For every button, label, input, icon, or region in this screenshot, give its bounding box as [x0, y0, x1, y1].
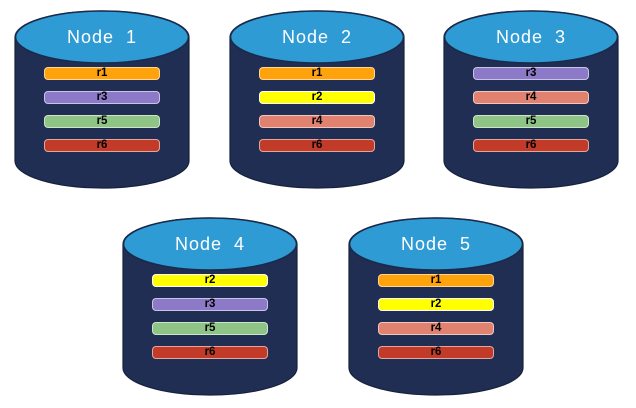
- cylinder-top: [14, 10, 190, 64]
- replica-bar-r6: r6: [259, 139, 375, 152]
- replica-bar-r4: r4: [259, 115, 375, 128]
- replica-bar-label: r4: [525, 90, 537, 103]
- replica-bar-label: r3: [525, 66, 537, 79]
- replica-bar-r6: r6: [44, 139, 160, 152]
- replica-bar-label: r6: [204, 345, 216, 358]
- replica-bar-label: r2: [204, 273, 216, 286]
- replica-bar-label: r2: [311, 90, 323, 103]
- node-title: Node 1: [66, 27, 138, 47]
- replica-bar-label: r3: [204, 297, 216, 310]
- cylinder-top: [443, 10, 619, 64]
- replica-bar-label: r1: [311, 66, 323, 79]
- replica-bar-r6: r6: [473, 139, 589, 152]
- replica-list: r1 r3 r5 r6: [44, 67, 160, 152]
- replica-bar-r2: r2: [152, 274, 268, 287]
- node-title: Node 4: [174, 234, 246, 254]
- replica-bar-r1: r1: [378, 274, 494, 287]
- replica-bar-label: r3: [96, 90, 108, 103]
- node-title: Node 2: [281, 27, 353, 47]
- replica-bar-r5: r5: [473, 115, 589, 128]
- cylinder-top: [122, 217, 298, 271]
- replica-bar-r3: r3: [44, 91, 160, 104]
- replica-bar-r5: r5: [152, 322, 268, 335]
- node-2-cylinder: Node 2 r1 r2 r4 r6: [228, 9, 406, 189]
- replica-list: r2 r3 r5 r6: [152, 274, 268, 359]
- replica-bar-label: r5: [96, 114, 108, 127]
- node-title: Node 3: [495, 27, 567, 47]
- replica-bar-r4: r4: [473, 91, 589, 104]
- node-5-cylinder: Node 5 r1 r2 r4 r6: [347, 216, 525, 396]
- replica-bar-r6: r6: [152, 346, 268, 359]
- replica-bar-label: r4: [311, 114, 323, 127]
- cylinder-top: [229, 10, 405, 64]
- replica-bar-label: r2: [430, 297, 442, 310]
- replica-bar-label: r5: [204, 321, 216, 334]
- replica-bar-label: r1: [96, 66, 108, 79]
- replica-bar-r3: r3: [152, 298, 268, 311]
- cylinder-top: [348, 217, 524, 271]
- replica-bar-label: r6: [96, 138, 108, 151]
- replica-list: r1 r2 r4 r6: [378, 274, 494, 359]
- replica-bar-r2: r2: [259, 91, 375, 104]
- replica-bar-label: r6: [430, 345, 442, 358]
- replica-bar-label: r5: [525, 114, 537, 127]
- replica-bar-label: r6: [525, 138, 537, 151]
- replica-bar-r4: r4: [378, 322, 494, 335]
- replica-list: r3 r4 r5 r6: [473, 67, 589, 152]
- replica-bar-label: r4: [430, 321, 442, 334]
- replica-bar-label: r1: [430, 273, 442, 286]
- replica-bar-r2: r2: [378, 298, 494, 311]
- replica-bar-r1: r1: [259, 67, 375, 80]
- replica-list: r1 r2 r4 r6: [259, 67, 375, 152]
- replica-bar-r3: r3: [473, 67, 589, 80]
- replica-bar-r5: r5: [44, 115, 160, 128]
- node-title: Node 5: [400, 234, 472, 254]
- node-1-cylinder: Node 1 r1 r3 r5 r6: [13, 9, 191, 189]
- node-3-cylinder: Node 3 r3 r4 r5 r6: [442, 9, 620, 189]
- node-4-cylinder: Node 4 r2 r3 r5 r6: [121, 216, 299, 396]
- replica-bar-label: r6: [311, 138, 323, 151]
- replica-bar-r6: r6: [378, 346, 494, 359]
- replica-bar-r1: r1: [44, 67, 160, 80]
